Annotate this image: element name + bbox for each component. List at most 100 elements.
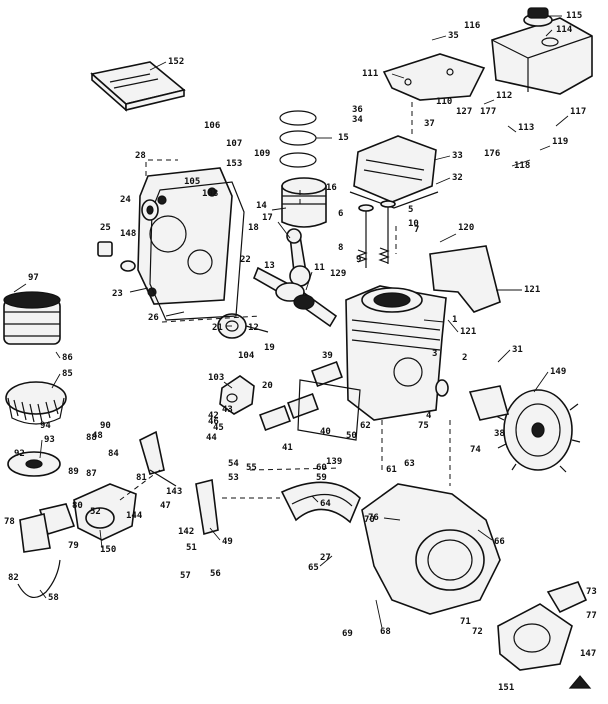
cam-gear-part (217, 313, 269, 339)
leader-line-35 (431, 35, 447, 41)
leader-line-118 (511, 159, 531, 167)
callout-label-1: 1 (452, 315, 457, 325)
callout-label-71: 71 (460, 617, 471, 627)
leader-line-119 (539, 145, 551, 151)
callout-label-121: 121 (524, 285, 540, 295)
callout-label-139: 139 (326, 457, 342, 467)
callout-label-9: 9 (356, 255, 361, 265)
callout-label-85: 85 (62, 369, 73, 379)
leader-line-93 (39, 439, 43, 459)
owners-manual-part (90, 61, 186, 112)
leader-line-32 (435, 177, 451, 185)
callout-label-5: 5 (408, 205, 413, 215)
callout-label-19: 19 (264, 343, 275, 353)
crankshaft-part (252, 266, 338, 328)
callout-label-6: 6 (338, 209, 343, 219)
leader-line-17 (277, 221, 291, 239)
callout-label-53: 53 (228, 473, 239, 483)
callout-label-51: 51 (186, 543, 197, 553)
callout-label-119: 119 (552, 137, 568, 147)
callout-label-47: 47 (160, 501, 171, 511)
leader-lines (13, 15, 569, 629)
leader-line-121b (447, 319, 459, 333)
callout-label-36: 36 (352, 105, 363, 115)
callout-label-64: 64 (320, 499, 331, 509)
callout-label-148: 148 (120, 229, 136, 239)
callout-label-84: 84 (108, 449, 119, 459)
leader-line-68 (375, 599, 383, 629)
callout-label-109: 109 (254, 149, 270, 159)
callout-label-2: 2 (462, 353, 467, 363)
callout-label-105: 105 (184, 177, 200, 187)
leader-line-113 (507, 125, 517, 133)
leader-line-26 (165, 311, 185, 317)
drain-plug-part (97, 241, 136, 272)
callout-label-27: 27 (320, 553, 331, 563)
callout-label-54: 54 (228, 459, 239, 469)
callout-label-81: 81 (136, 473, 147, 483)
callout-label-21: 21 (212, 323, 223, 333)
callout-label-43: 43 (222, 405, 233, 415)
callout-label-82: 82 (8, 573, 19, 583)
fuel-tank-part (491, 7, 593, 95)
callout-label-103: 103 (208, 373, 224, 383)
callout-label-144: 144 (126, 511, 143, 521)
callout-label-42: 42 (208, 411, 219, 421)
callout-label-113: 113 (518, 123, 534, 133)
callout-label-12: 12 (248, 323, 259, 333)
callout-label-62: 62 (360, 421, 371, 431)
callout-label-20: 20 (262, 381, 273, 391)
callout-label-16: 16 (326, 183, 337, 193)
callout-label-151: 151 (498, 683, 514, 693)
callout-label-11: 11 (314, 263, 325, 273)
callout-label-45: 45 (213, 423, 224, 433)
leader-line-117 (555, 115, 569, 127)
callout-label-80: 80 (72, 501, 83, 511)
leader-line-65 (319, 555, 333, 567)
callout-label-94: 94 (40, 421, 51, 431)
callout-label-17: 17 (262, 213, 273, 223)
callout-label-56: 56 (210, 569, 221, 579)
callout-label-46: 46 (208, 417, 219, 427)
leader-line-66 (477, 529, 493, 541)
callout-label-150: 150 (100, 545, 116, 555)
callout-label-57: 57 (180, 571, 191, 581)
callout-label-4: 4 (426, 411, 432, 421)
leader-line-1 (423, 319, 445, 323)
leader-line-11 (305, 271, 313, 291)
callout-label-38: 38 (494, 429, 505, 439)
baffle-part (297, 379, 361, 441)
air-cleaner-parts (3, 291, 67, 477)
leader-line-86 (55, 351, 61, 359)
callout-label-78: 78 (4, 517, 15, 527)
callout-label-121b: 121 (460, 327, 476, 337)
piston-rings-part (279, 110, 317, 168)
callout-label-35: 35 (448, 31, 459, 41)
callout-label-41: 41 (282, 443, 293, 453)
callout-label-65: 65 (308, 563, 319, 573)
blower-housing-part (361, 483, 501, 615)
leader-line-76 (383, 517, 401, 521)
callout-label-73: 73 (586, 587, 597, 597)
callout-label-70: 70 (364, 515, 375, 525)
callout-label-74: 74 (470, 445, 481, 455)
callout-label-90: 90 (100, 421, 111, 431)
callout-label-149: 149 (550, 367, 566, 377)
callout-label-58: 58 (48, 593, 59, 603)
cover-gasket-part (149, 181, 245, 321)
callout-label-49: 49 (222, 537, 233, 547)
callout-label-50: 50 (346, 431, 357, 441)
callout-label-33: 33 (452, 151, 463, 161)
callout-label-93: 93 (44, 435, 55, 445)
callout-label-10: 10 (408, 219, 419, 229)
connecting-rod-part (286, 228, 311, 287)
leader-line-149 (533, 371, 549, 393)
callout-label-177: 177 (480, 107, 496, 117)
crankcase-cover-part (137, 167, 233, 305)
callout-label-25: 25 (100, 223, 111, 233)
cylinder-block-part (345, 285, 447, 421)
starter-handle-part (568, 675, 592, 689)
callout-label-92: 92 (14, 449, 25, 459)
